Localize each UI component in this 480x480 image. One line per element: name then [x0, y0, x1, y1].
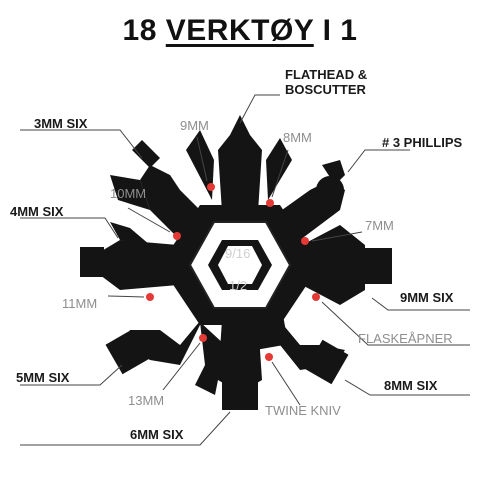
label-8mm: 8MM [283, 130, 312, 145]
marker-bottle [312, 293, 320, 301]
label-13mm: 13MM [128, 393, 165, 408]
marker-7mm [301, 237, 309, 245]
label-5mm-six: 5MM SIX [16, 370, 70, 385]
marker-twine [265, 353, 273, 361]
marker-10mm [173, 232, 181, 240]
label-twine-knife: TWINE KNIV [265, 403, 341, 418]
label-flathead: FLATHEAD &BOSCUTTER [285, 67, 368, 97]
label-10mm: 10MM [110, 186, 147, 201]
label-6mm-six: 6MM SIX [130, 427, 184, 442]
marker-9mm [207, 183, 215, 191]
label-3mm-six: 3MM SIX [34, 116, 88, 131]
label-bottle-opener: FLASKEÅPNER [358, 331, 453, 346]
marker-8mm [266, 199, 274, 207]
label-center-9-16: 9/16 [225, 246, 251, 261]
marker-11mm [146, 293, 154, 301]
label-8mm-six: 8MM SIX [384, 378, 438, 393]
label-center-1-2: 1/2 [229, 278, 248, 293]
label-9mm: 9MM [180, 118, 209, 133]
label-9mm-six: 9MM SIX [400, 290, 454, 305]
marker-13mm [199, 334, 207, 342]
label-11mm: 11MM [62, 296, 98, 311]
page-title: 18 VERKTØY I 1 [122, 14, 358, 47]
label-7mm: 7MM [365, 218, 394, 233]
label-4mm-six: 4MM SIX [10, 204, 64, 219]
label-phillips: # 3 PHILLIPS [382, 135, 463, 150]
